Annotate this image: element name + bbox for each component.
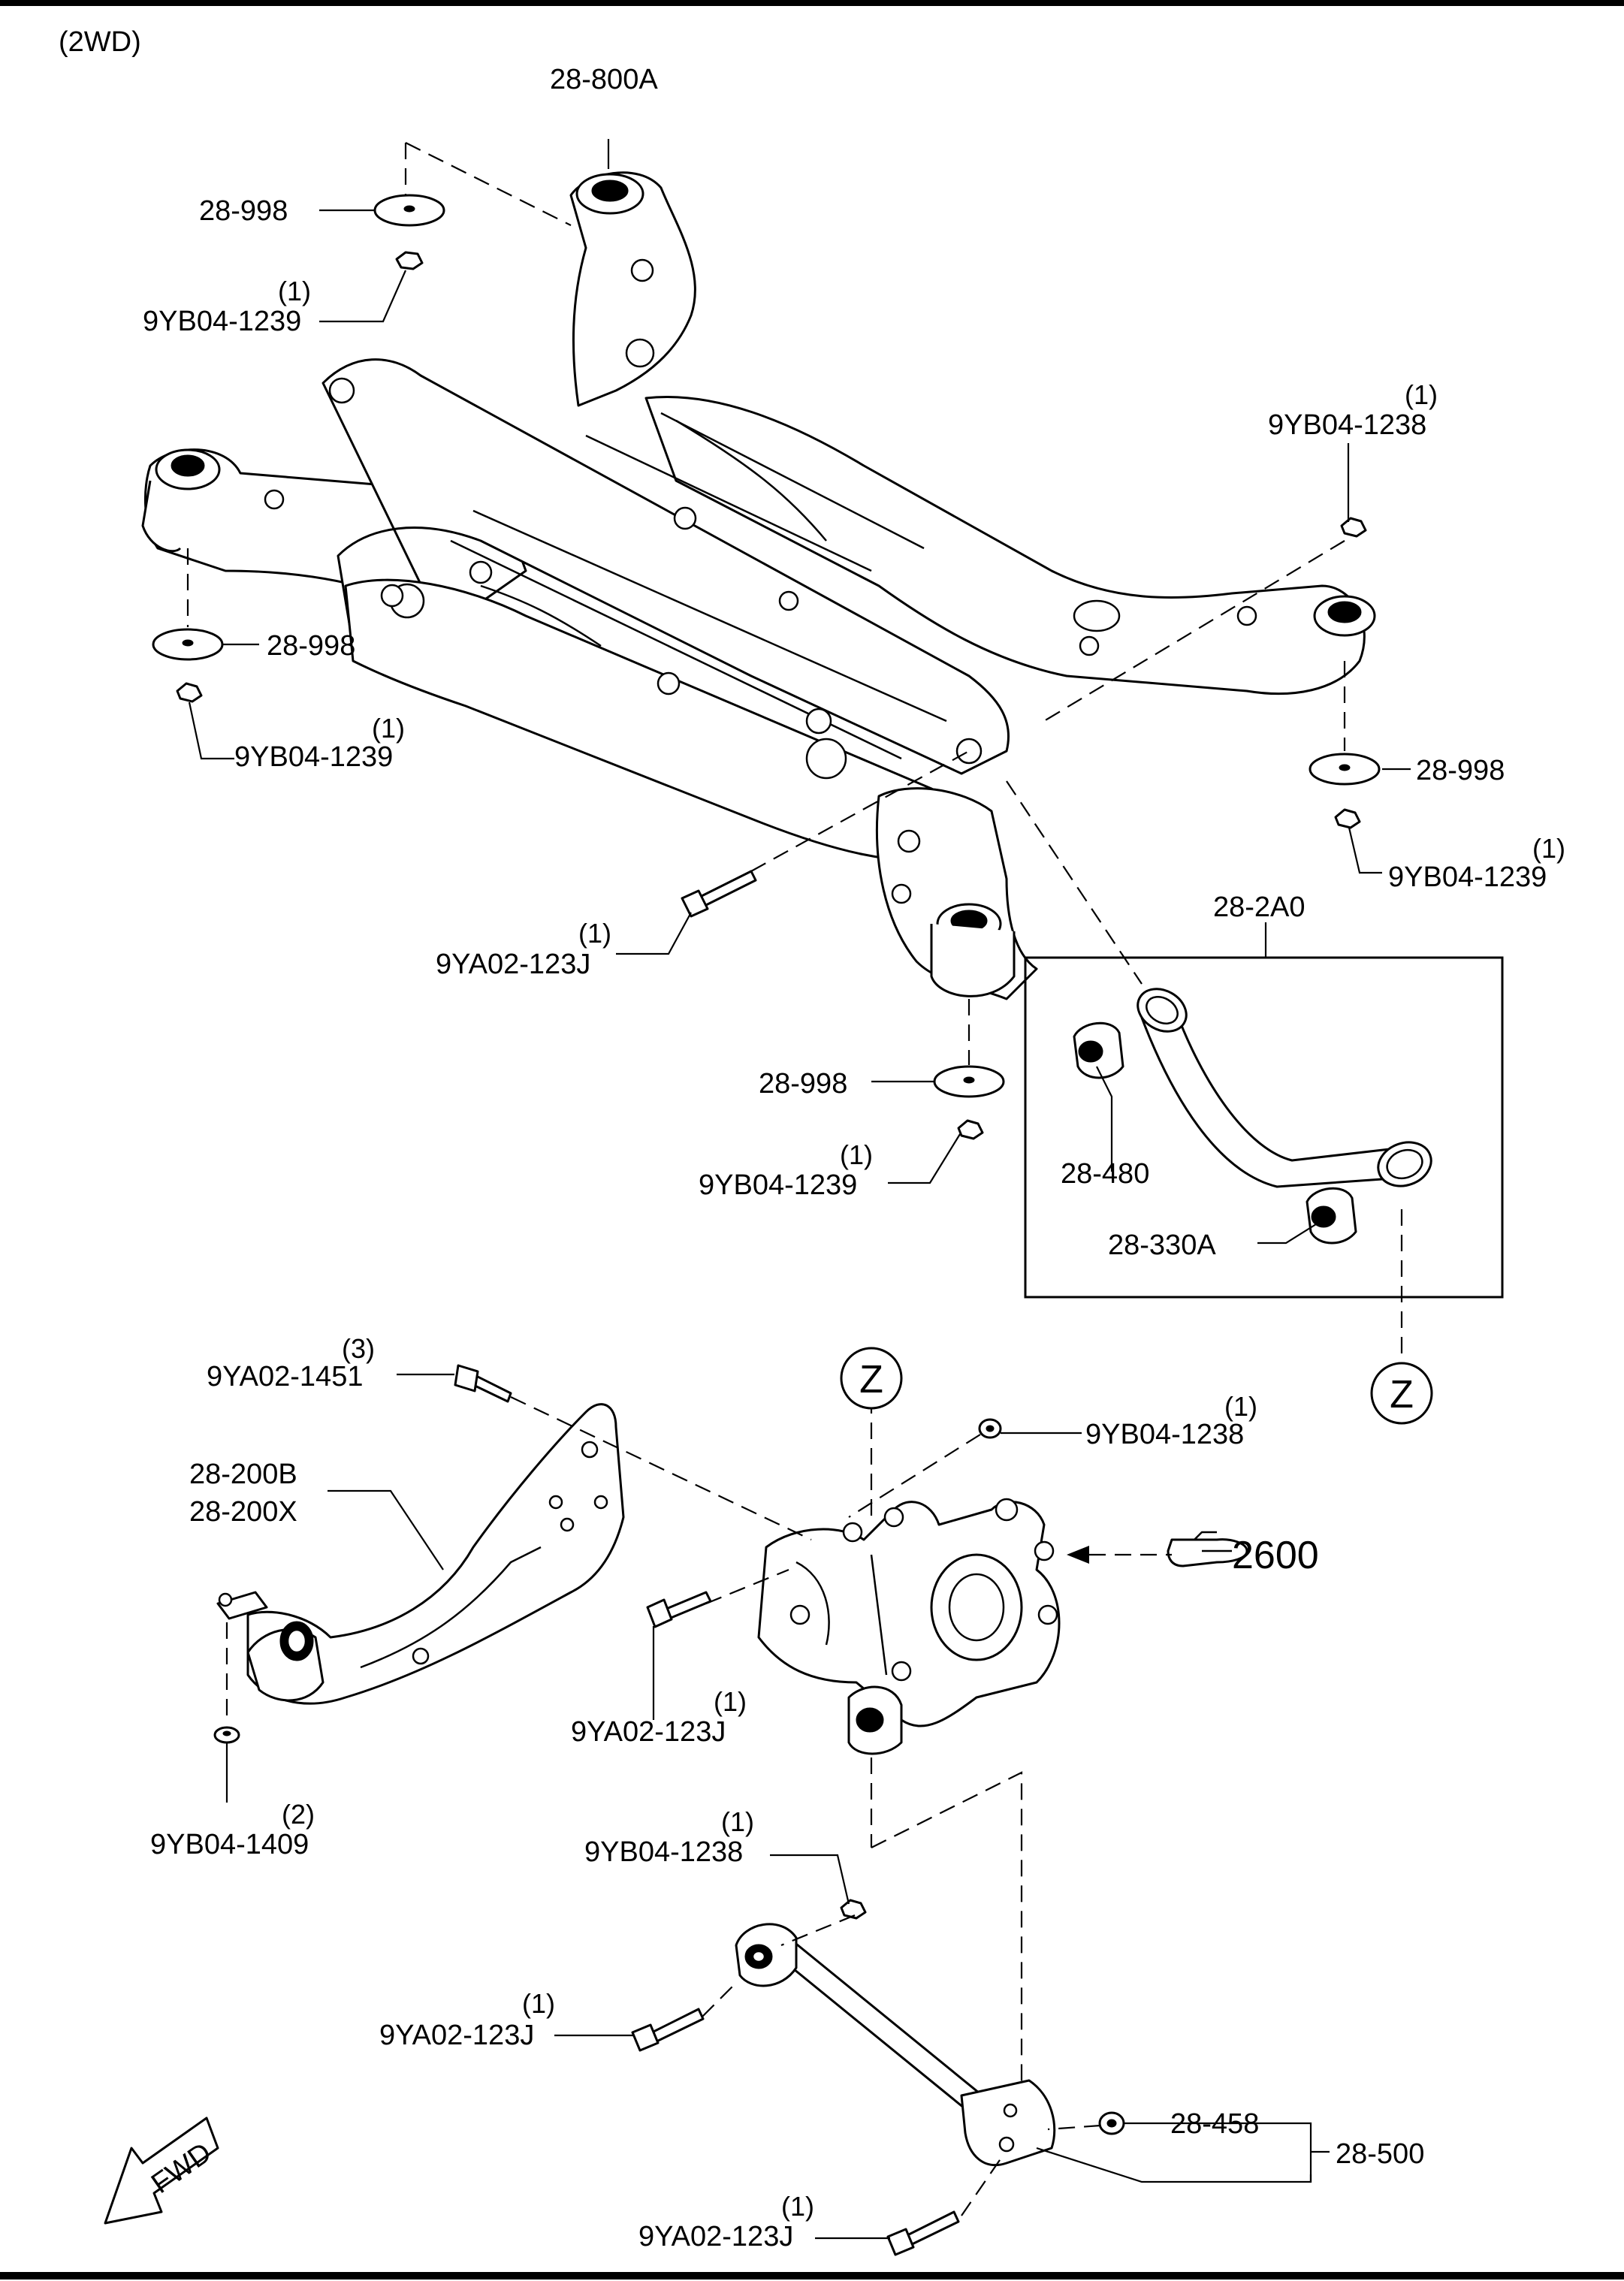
qty-1239-right: (1)	[1532, 833, 1565, 864]
qty-1239-top: (1)	[278, 276, 311, 306]
label-9YA02-1451: 9YA02-1451	[207, 1361, 363, 1392]
ref-arrowhead	[1067, 1546, 1089, 1564]
label-28-998-right: 28-998	[1416, 755, 1505, 786]
leader-lines	[188, 139, 1411, 2240]
qty-1451: (3)	[342, 1333, 375, 1364]
qty-123J-lower1: (1)	[522, 1988, 555, 2019]
label-28-458: 28-458	[1170, 2108, 1259, 2140]
label-28-200B: 28-200B	[189, 1459, 297, 1490]
assembly-lines-lower	[225, 1396, 1172, 2216]
connector-z-right: Z	[1370, 1362, 1433, 1425]
qty-1239-bottom: (1)	[840, 1139, 873, 1170]
label-9YA02-123J-knuckle: 9YA02-123J	[571, 1716, 726, 1748]
label-9YA02-123J-cross: 9YA02-123J	[436, 949, 590, 980]
label-28-200X: 28-200X	[189, 1496, 297, 1528]
label-9YB04-1239-bottom: 9YB04-1239	[699, 1169, 857, 1201]
label-28-480: 28-480	[1061, 1158, 1149, 1190]
label-9YB04-1239-right: 9YB04-1239	[1388, 861, 1547, 893]
qty-123J-lower2: (1)	[781, 2191, 814, 2222]
label-28-998-top: 28-998	[199, 195, 288, 227]
bottom-border	[0, 2272, 1624, 2279]
label-9YB04-1409: 9YB04-1409	[150, 1829, 309, 1860]
qty-1238-knuckle: (1)	[1224, 1391, 1257, 1422]
connector-z-right-label: Z	[1390, 1373, 1414, 1417]
label-9YA02-123J-lower1: 9YA02-123J	[379, 2020, 534, 2051]
assembly-lines-upper	[186, 142, 1403, 1359]
label-9YB04-1239-top: 9YB04-1239	[143, 306, 301, 337]
variant-label: (2WD)	[59, 26, 141, 58]
label-28-998-bottom: 28-998	[759, 1068, 847, 1100]
label-9YA02-123J-lower2: 9YA02-123J	[638, 2221, 793, 2252]
label-9YB04-1238-upper: 9YB04-1238	[1268, 409, 1426, 441]
label-28-330A: 28-330A	[1108, 1230, 1216, 1261]
qty-1238-upper: (1)	[1405, 379, 1438, 410]
mount-hardware	[152, 194, 1381, 1140]
knuckle-hardware	[646, 1418, 1248, 1628]
top-border	[0, 0, 1624, 6]
label-9YB04-1238-knuckle: 9YB04-1238	[1085, 1419, 1244, 1450]
label-28-500: 28-500	[1336, 2138, 1424, 2170]
lower-arm-drawing	[631, 1899, 1125, 2256]
qty-1239-left: (1)	[372, 713, 405, 744]
pointing-hand-icon	[1167, 1531, 1248, 1567]
knuckle-drawing	[757, 1498, 1061, 1755]
connector-z-top-label: Z	[859, 1358, 883, 1401]
text-labels: (2WD) 28-800A 28-998 (1) 9YB04-1239 28-9…	[59, 26, 1565, 2252]
connector-z-top: Z	[840, 1347, 903, 1410]
label-9YB04-1238-lower: 9YB04-1238	[584, 1836, 743, 1868]
label-28-2A0: 28-2A0	[1213, 892, 1306, 923]
label-2600: 2600	[1232, 1534, 1319, 1577]
qty-1238-lower: (1)	[721, 1806, 754, 1837]
crossmember-drawing	[141, 171, 1376, 1000]
upper-arm-box	[1024, 956, 1504, 1299]
label-9YB04-1239-left: 9YB04-1239	[234, 741, 393, 773]
trailing-arm-drawing	[213, 1364, 625, 1744]
upper-arm-drawing	[1073, 988, 1432, 1245]
qty-1409: (2)	[282, 1799, 315, 1830]
qty-123J-cross: (1)	[578, 918, 611, 949]
label-28-800A: 28-800A	[550, 64, 658, 95]
fwd-arrow-icon: FWD	[104, 2117, 219, 2225]
qty-123J-knuckle: (1)	[714, 1686, 747, 1717]
label-28-998-left: 28-998	[267, 630, 355, 662]
